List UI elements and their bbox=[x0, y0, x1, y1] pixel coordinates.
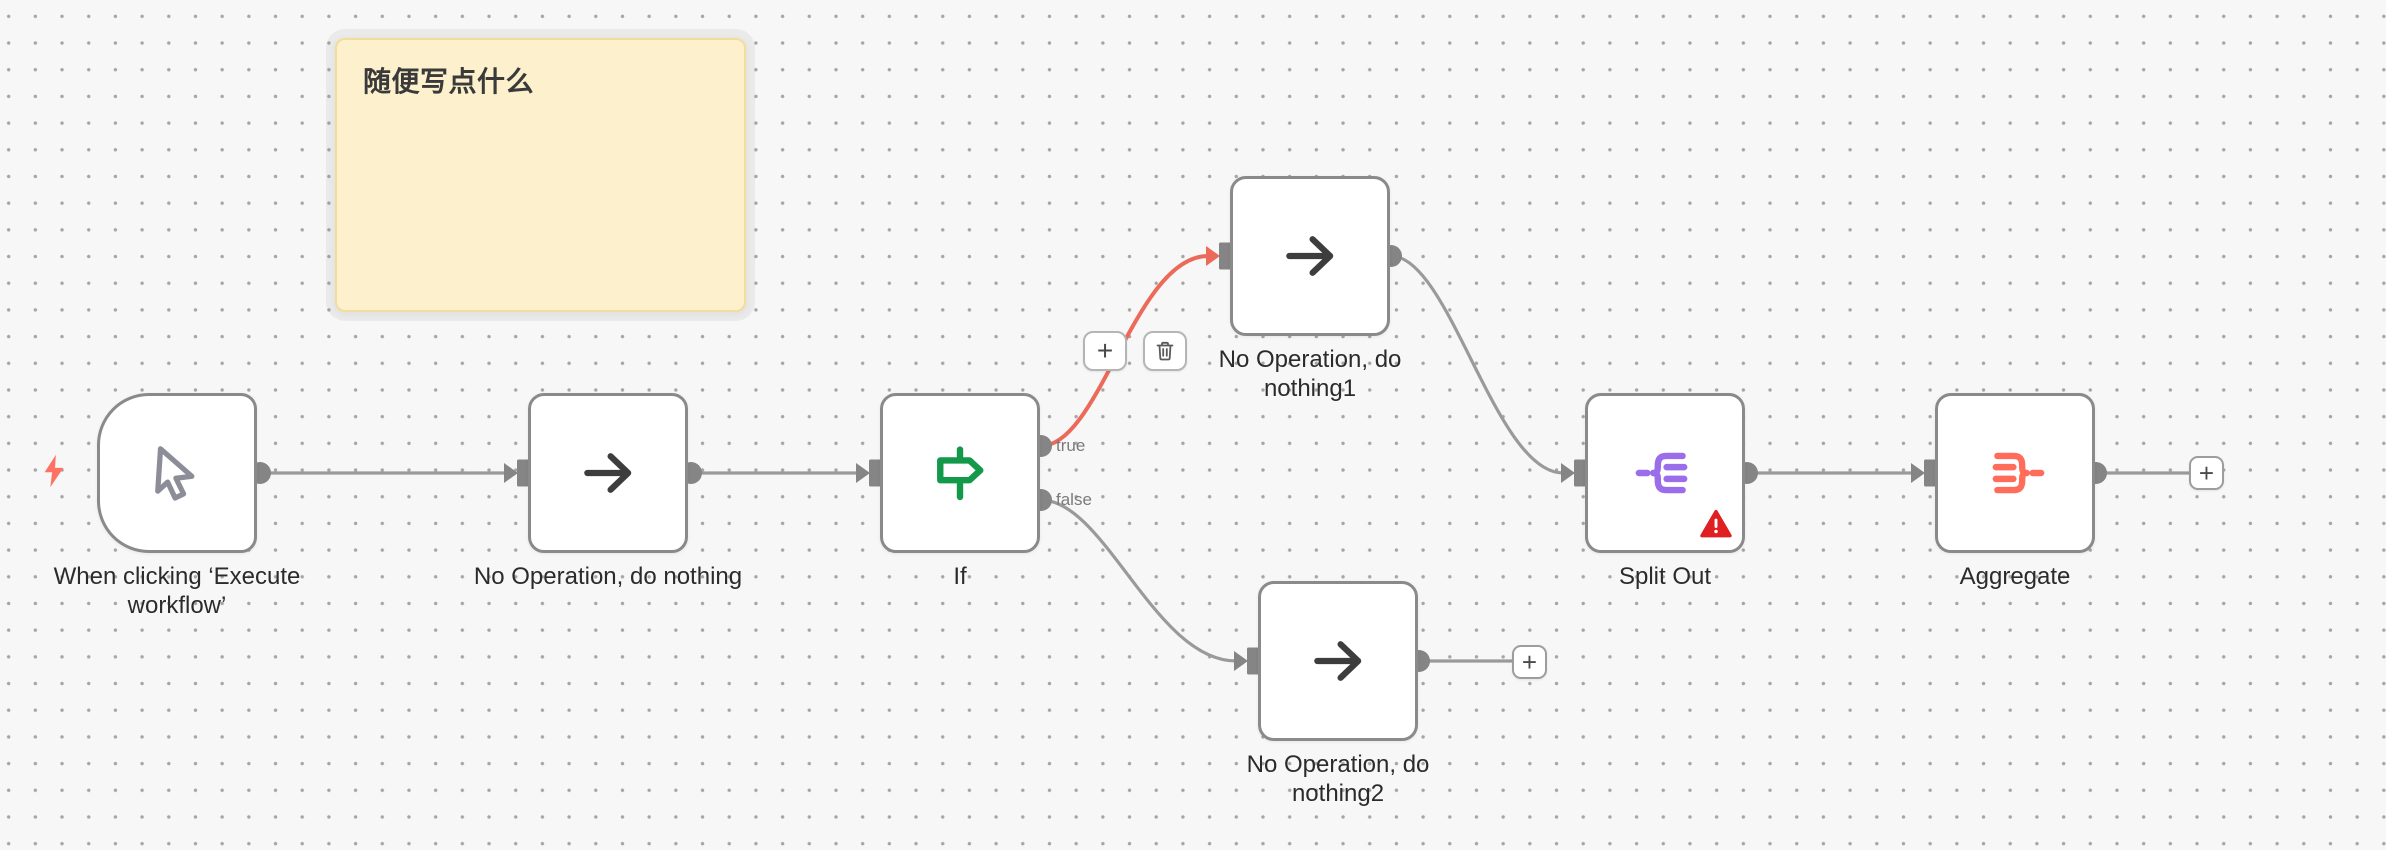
node-label-aggregate: Aggregate bbox=[1959, 563, 2071, 590]
node-label-manual-trigger: When clicking ‘Execute workflow’ bbox=[53, 563, 301, 620]
signpost-icon bbox=[937, 446, 984, 501]
split-icon bbox=[1635, 452, 1688, 494]
arrow-right-icon bbox=[584, 453, 632, 493]
node-issue-warning-icon[interactable] bbox=[1700, 509, 1732, 539]
arrow-right-icon bbox=[1314, 641, 1362, 681]
node-aggregate[interactable] bbox=[1935, 393, 2095, 553]
add-node-button[interactable]: + bbox=[1512, 645, 1547, 679]
edge-add-node-button[interactable]: + bbox=[1083, 331, 1127, 371]
connection-noop1-to-splitout[interactable] bbox=[1389, 254, 1565, 475]
aggregate-icon bbox=[1992, 452, 2045, 494]
sticky-note[interactable]: 随便写点什么 bbox=[335, 38, 746, 312]
node-label-if: If bbox=[953, 563, 967, 590]
trash-icon bbox=[1156, 341, 1174, 361]
node-manual-trigger[interactable] bbox=[97, 393, 257, 553]
node-label-split-out: Split Out bbox=[1618, 563, 1712, 590]
arrow-right-icon bbox=[1286, 236, 1334, 276]
if-output-true-label: true bbox=[1056, 436, 1086, 455]
node-label-no-op: No Operation, do nothing bbox=[473, 563, 743, 590]
add-node-button[interactable]: + bbox=[2189, 456, 2224, 490]
plus-icon: + bbox=[1521, 646, 1538, 677]
sticky-note-text: 随便写点什么 bbox=[363, 66, 535, 97]
node-no-op-2[interactable] bbox=[1258, 581, 1418, 741]
node-if[interactable] bbox=[880, 393, 1040, 553]
connection-if-false-to-noop2[interactable] bbox=[1039, 498, 1238, 663]
node-no-op-1[interactable] bbox=[1230, 176, 1390, 336]
if-output-false-label: false bbox=[1056, 490, 1092, 509]
plus-icon: + bbox=[1096, 335, 1114, 366]
node-label-no-op-1: No Operation, do nothing1 bbox=[1218, 346, 1402, 403]
node-no-op[interactable] bbox=[528, 393, 688, 553]
cursor-icon bbox=[155, 446, 195, 501]
edge-delete-button[interactable] bbox=[1143, 331, 1187, 371]
node-label-no-op-2: No Operation, do nothing2 bbox=[1246, 751, 1430, 808]
plus-icon: + bbox=[2198, 457, 2215, 488]
execute-bolt-icon bbox=[44, 454, 64, 488]
